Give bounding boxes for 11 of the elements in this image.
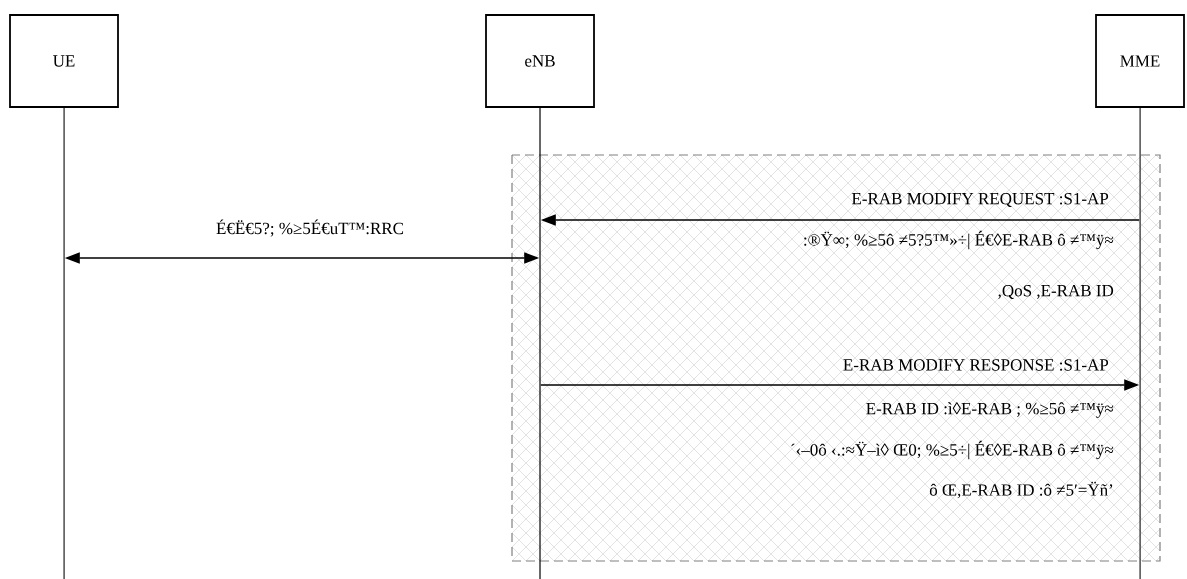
edge-label: É€Ë€5?; %≥5É€uT™:RRC <box>216 219 404 237</box>
note-text: :®Ÿ∞; %≥5ô ≠5?5™»÷| É€◊E-RAB ô ≠™ÿ≈ <box>804 230 1114 250</box>
note-text: ,QoS ,E-RAB ID <box>998 285 1114 299</box>
entity-box: MME <box>1095 14 1185 108</box>
note-text: ô Œ,E-RAB ID :ô ≠5′=Ÿñ’ <box>929 481 1113 499</box>
edge-label: E-RAB MODIFY REQUEST :S1-AP <box>851 193 1109 207</box>
note-text: E-RAB ID :ì◊E-RAB ; %≥5ô ≠™ÿ≈ <box>866 402 1114 418</box>
edge-label: E-RAB MODIFY RESPONSE :S1-AP <box>843 359 1109 371</box>
entity-box: UE <box>9 14 119 108</box>
note-text: ´‹–0ô ‹.:≈Ÿ–ì◊ Œ0; %≥5÷| É€◊E-RAB ô ≠™ÿ≈ <box>791 440 1114 460</box>
entity-box: eNB <box>485 14 595 108</box>
